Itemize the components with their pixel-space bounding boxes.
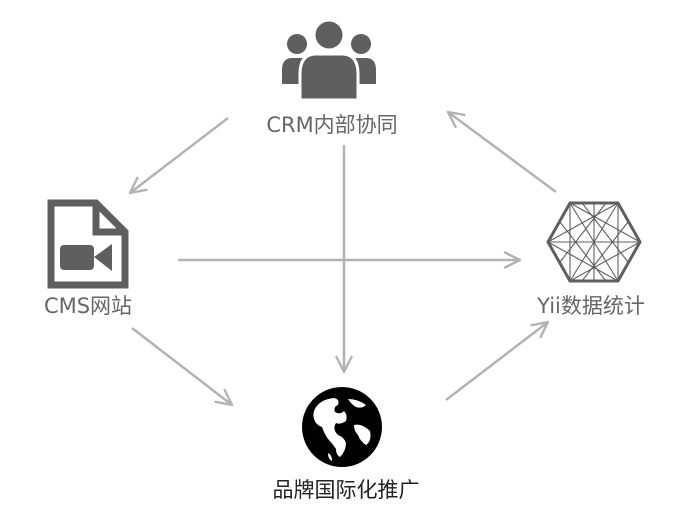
- brand-label: 品牌国际化推广: [272, 478, 420, 502]
- crm-label: CRM内部协同: [266, 113, 398, 137]
- users-group-icon: [282, 16, 376, 102]
- cms-label: CMS网站: [43, 294, 133, 318]
- yii-label: Yii数据统计: [537, 294, 645, 318]
- arrow-cms-to-brand: [131, 327, 234, 407]
- arrow-crm-to-cms: [128, 117, 229, 195]
- arrow-brand-to-yii: [445, 320, 550, 401]
- globe-americas-icon: [300, 385, 384, 469]
- hexagon-network-icon: [546, 200, 642, 284]
- video-file-icon: [46, 198, 130, 290]
- arrow-yii-to-crm: [446, 110, 557, 194]
